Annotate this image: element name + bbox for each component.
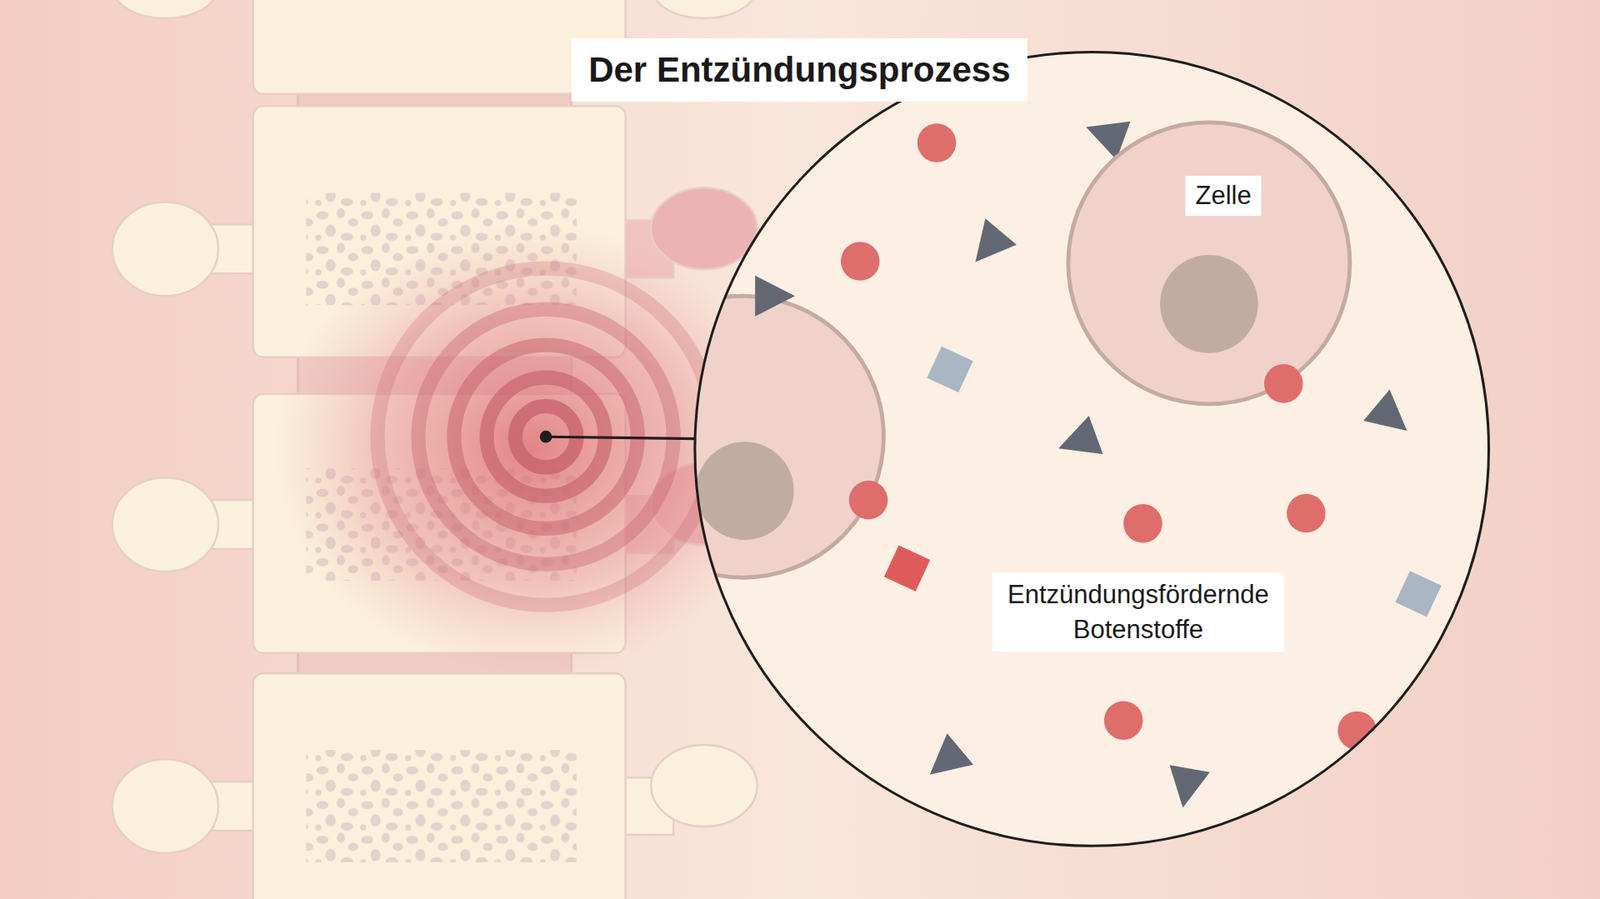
cell bbox=[601, 295, 884, 578]
transverse-process bbox=[112, 477, 219, 572]
zoom-circle bbox=[695, 51, 1490, 846]
messenger-dot bbox=[840, 241, 880, 281]
transverse-process bbox=[653, 0, 755, 19]
cell-node: Zelle bbox=[1064, 118, 1355, 409]
leader-dot bbox=[540, 430, 553, 444]
messenger-dot bbox=[917, 123, 957, 163]
vertebra-body bbox=[253, 673, 626, 899]
cell-shape bbox=[1064, 118, 1355, 409]
transverse-process bbox=[112, 759, 219, 854]
messenger-dot bbox=[1286, 494, 1326, 534]
leader-line bbox=[545, 436, 698, 439]
messenger-molecules bbox=[755, 107, 1442, 811]
cell-nucleus bbox=[695, 441, 795, 540]
zoom-content bbox=[601, 107, 1441, 811]
messenger-triangle bbox=[1363, 390, 1420, 447]
inflammation-ring bbox=[377, 268, 715, 605]
title: Der Entzündungsprozess bbox=[571, 38, 1027, 102]
transverse-process bbox=[650, 187, 757, 270]
transverse-process bbox=[650, 745, 757, 827]
messenger-triangle bbox=[960, 218, 1017, 275]
cell-nucleus bbox=[1160, 255, 1259, 354]
messenger-dot bbox=[1104, 700, 1144, 740]
messenger-dot bbox=[1264, 364, 1304, 404]
cell bbox=[1068, 122, 1350, 405]
messenger-dot bbox=[1123, 504, 1163, 544]
messenger-square bbox=[1395, 570, 1441, 617]
messenger-triangle bbox=[755, 275, 795, 317]
transverse-process bbox=[114, 0, 216, 19]
inflammation-rings bbox=[377, 268, 715, 605]
messenger-triangle bbox=[1162, 765, 1210, 812]
messenger-dot bbox=[849, 480, 889, 520]
cell-label: Zelle bbox=[1185, 175, 1262, 216]
messenger-triangle bbox=[916, 733, 974, 790]
vertebra-body bbox=[253, 0, 626, 95]
bone-texture bbox=[305, 750, 576, 863]
messenger-label: Entzündungsfördernde Botenstoffe bbox=[992, 572, 1285, 653]
messenger-triangle bbox=[1051, 415, 1104, 468]
transverse-process bbox=[112, 201, 219, 296]
messenger-square bbox=[926, 346, 973, 393]
messenger-square bbox=[884, 545, 930, 592]
